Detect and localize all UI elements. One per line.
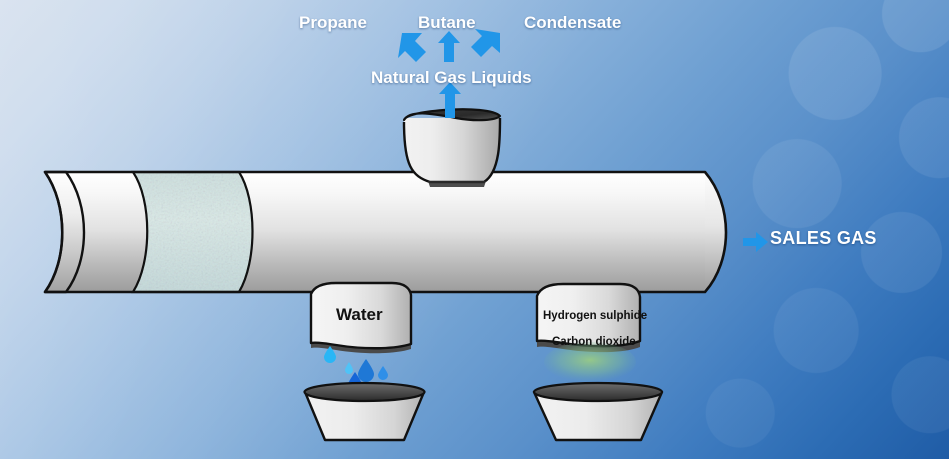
label-carbon-dioxide: Carbon dioxide	[552, 336, 636, 348]
droplet-5	[378, 366, 388, 380]
acid-gas-basin	[532, 381, 664, 442]
water-vessel-outline	[309, 281, 413, 350]
arrow-butane	[438, 31, 460, 62]
label-condensate: Condensate	[524, 13, 622, 32]
acid-gas-vessel-outline	[535, 282, 642, 348]
acid-gas-plume	[544, 342, 636, 382]
acid-gas-basin-rim	[532, 381, 664, 403]
arrow-sales-gas	[743, 228, 768, 252]
water-vessel	[309, 281, 413, 354]
arrow-group	[398, 29, 768, 252]
water-basin-rim	[303, 381, 426, 403]
tower-base-shadow	[428, 181, 486, 187]
acid-gas-vessel	[535, 282, 642, 382]
droplet-1	[324, 346, 336, 363]
water-vessel-body	[311, 283, 411, 349]
acid-gas-vessel-body	[537, 284, 640, 347]
water-basin	[303, 381, 426, 442]
label-butane: Butane	[418, 13, 476, 32]
pipe-outline	[43, 170, 728, 294]
pipe-filter-texture	[133, 172, 253, 292]
arrow-natural-gas-liquids	[439, 82, 461, 118]
label-natural-gas-liquids: Natural Gas Liquids	[371, 68, 532, 87]
label-hydrogen-sulphide: Hydrogen sulphide	[543, 310, 648, 322]
droplet-3	[358, 359, 374, 382]
label-water: Water	[336, 305, 383, 324]
tower-body	[404, 118, 500, 182]
main-pipe	[43, 170, 728, 294]
top-separator-tower	[402, 108, 502, 187]
arrow-propane	[398, 33, 426, 62]
label-sales-gas: SALES GAS	[770, 228, 877, 248]
label-propane: Propane	[299, 13, 368, 32]
droplet-2	[345, 362, 353, 374]
arrow-condensate	[471, 29, 500, 57]
